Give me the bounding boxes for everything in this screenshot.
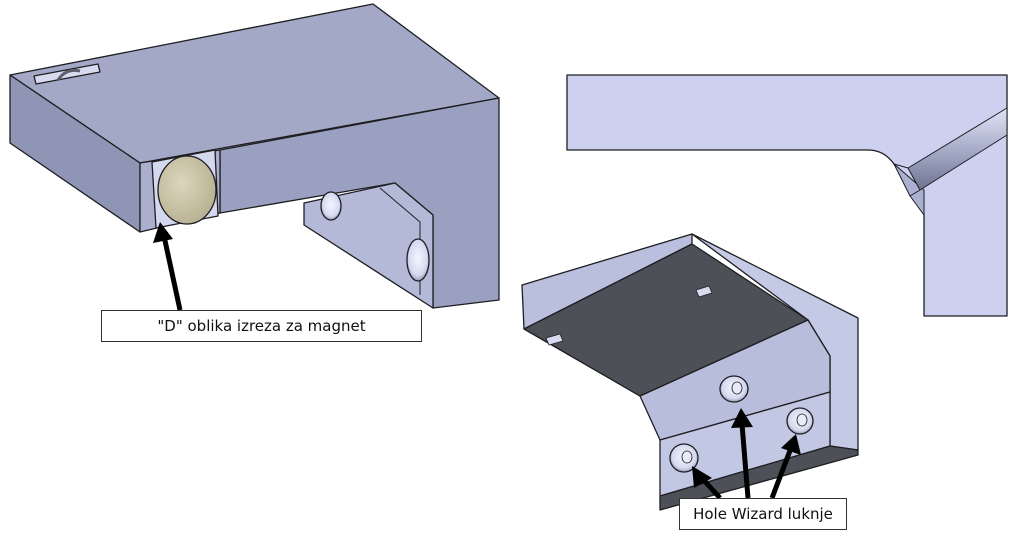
hole-channel [907,107,1008,191]
arrows-holes [692,408,801,500]
countersink-cone [893,163,925,216]
magnet-cutout-label: "D" oblika izreza za magnet [101,310,422,342]
leg-hole-lower [406,238,430,282]
hole-wizard-label: Hole Wizard luknje [679,498,847,530]
arrow-magnet [153,222,183,311]
left-bracket-view [9,3,500,309]
detail-view [566,74,1008,317]
right-bracket-view [521,233,859,511]
bottom-strip [659,445,859,511]
leg-hole-upper [320,191,342,221]
top-slot [33,63,101,85]
magnet [157,155,217,225]
